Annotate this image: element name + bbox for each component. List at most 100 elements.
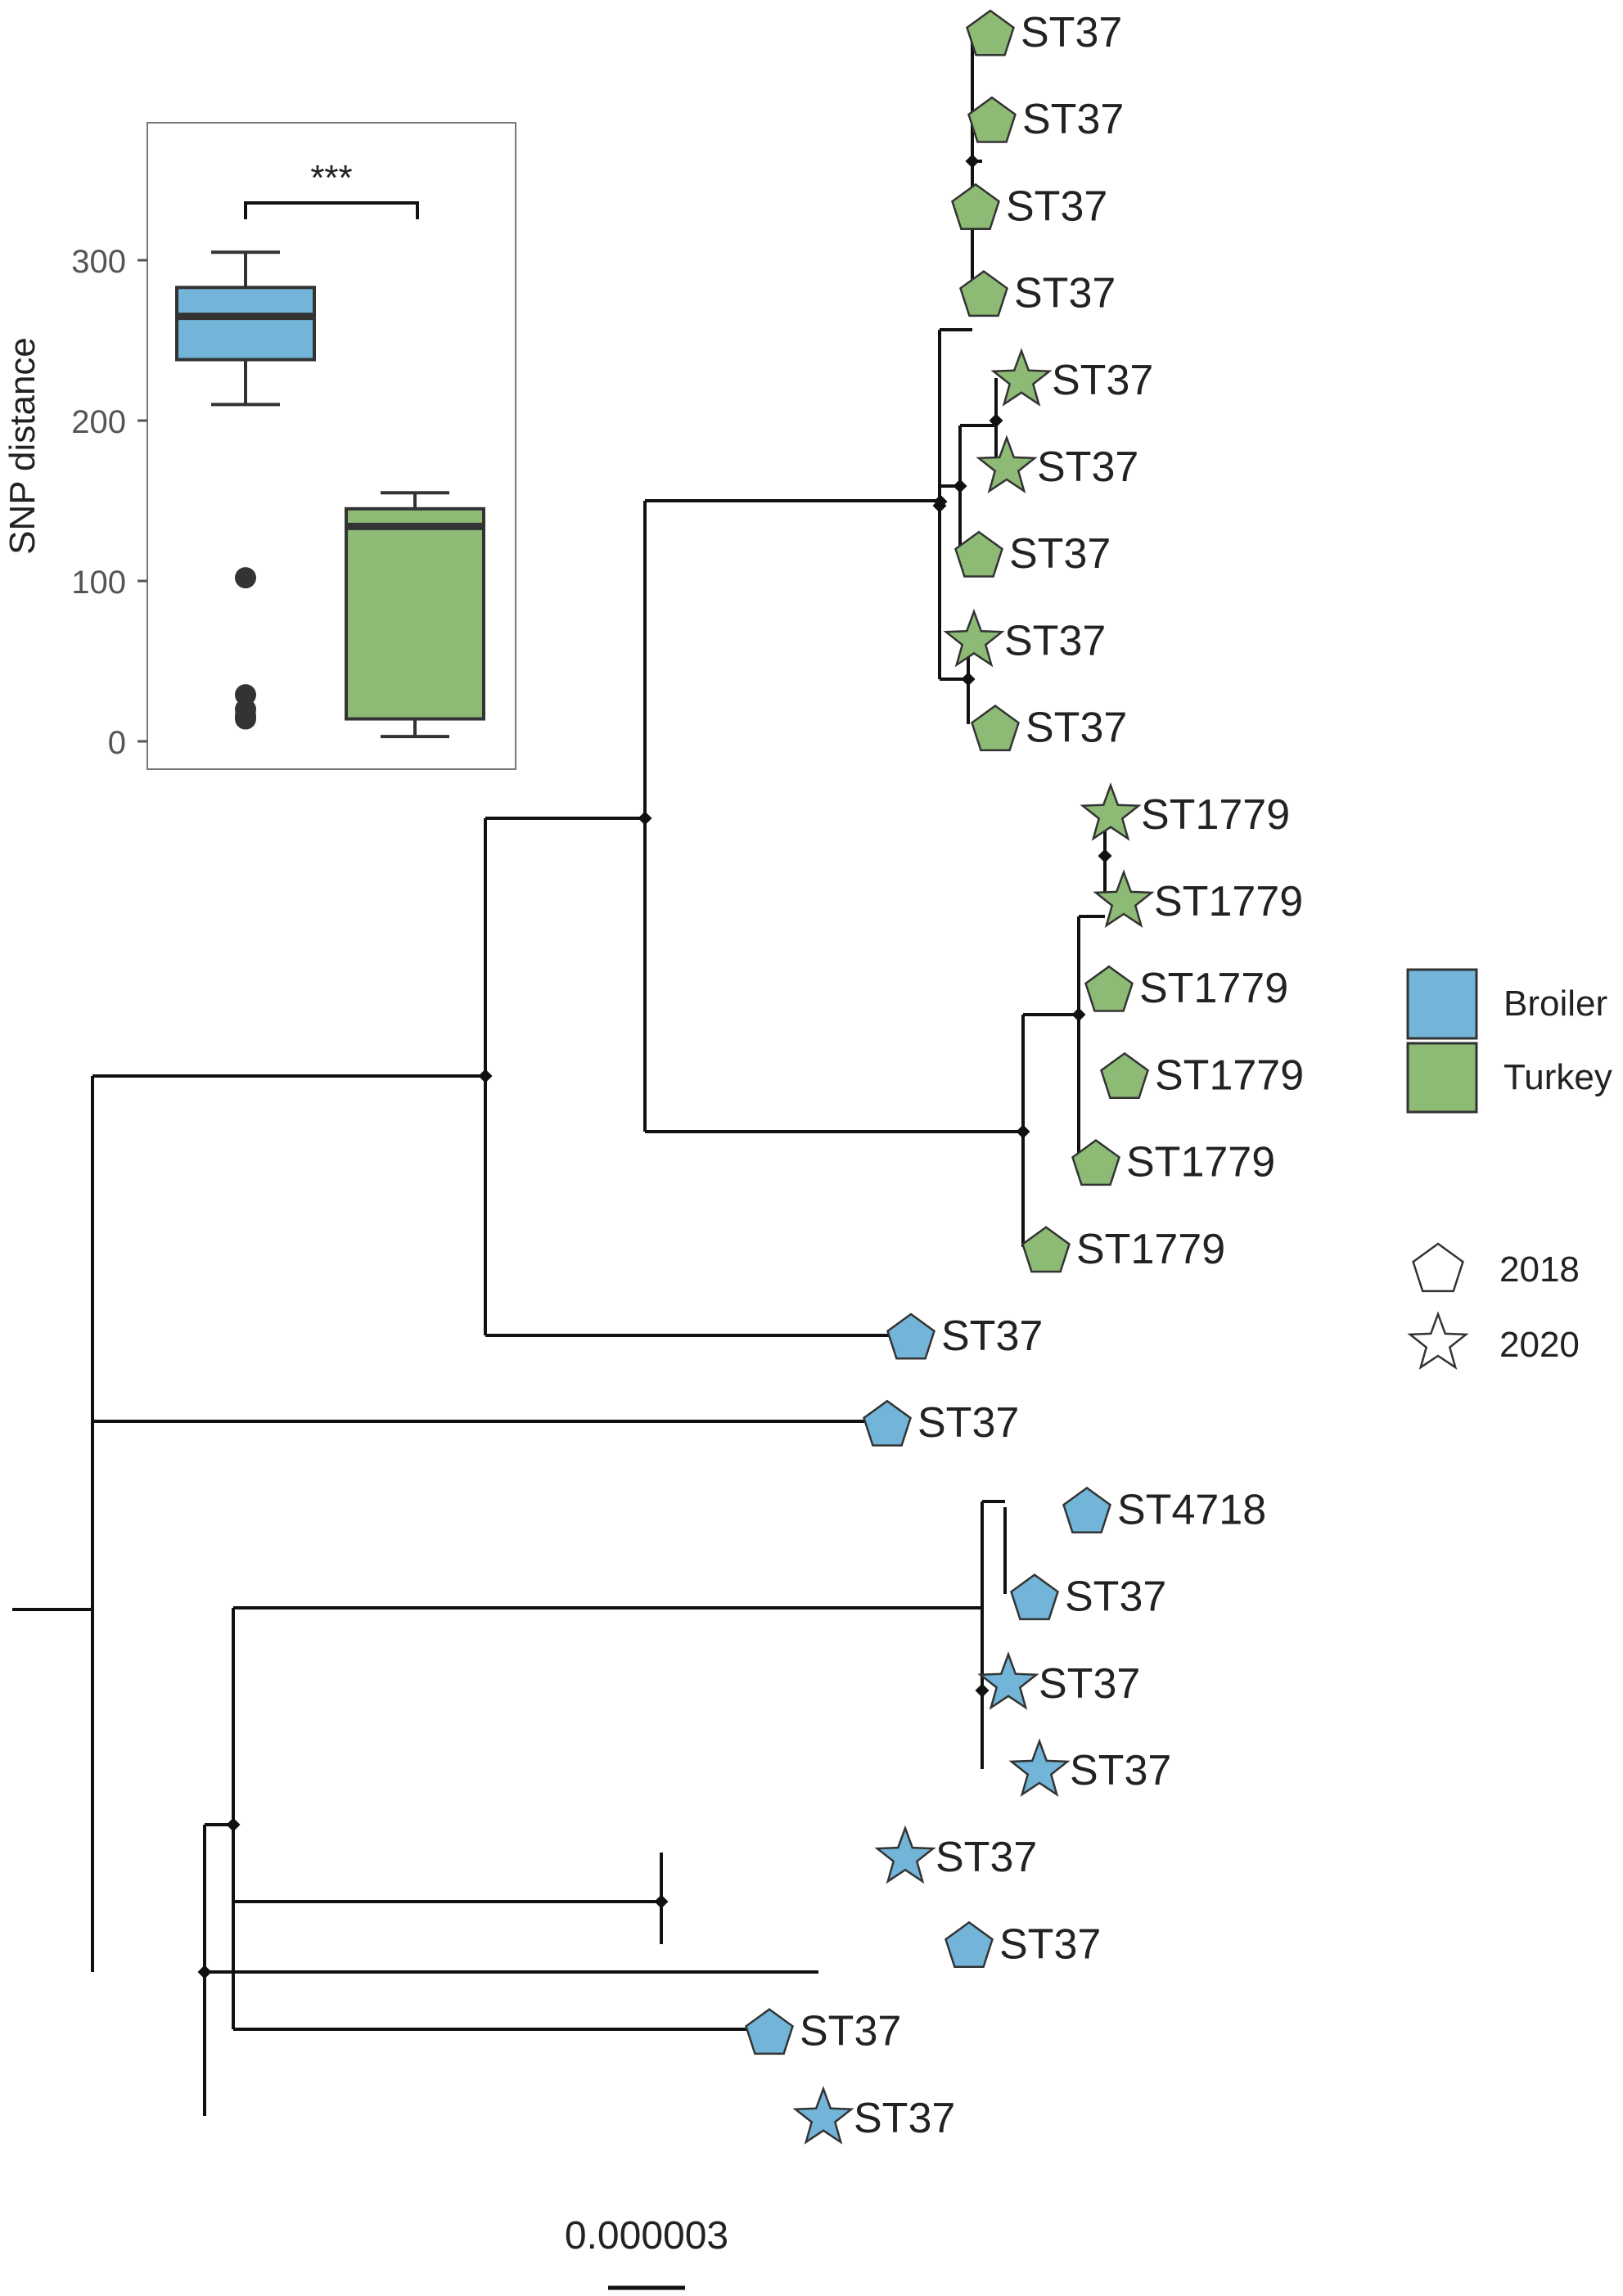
tip-label: ST37 [800, 2008, 901, 2055]
tip-label: ST37 [1004, 617, 1106, 664]
boxplot-groups [175, 250, 485, 739]
tip-marker-pentagon [1021, 1226, 1071, 1273]
scale-bar-label: 0.000003 [565, 2214, 728, 2258]
boxplot-y-tick-label-0: 0 [108, 725, 126, 761]
tip-marker-pentagon [951, 182, 1000, 230]
tip-5: ST37 [976, 434, 1138, 494]
tip-10: ST1779 [1093, 869, 1303, 929]
tip-marker-star [1080, 782, 1142, 841]
tip-label: ST37 [999, 1920, 1101, 1968]
tip-label: ST37 [1026, 705, 1127, 752]
tip-24: ST37 [792, 2086, 955, 2145]
tip-marker-pentagon [863, 1399, 912, 1447]
tip-22: ST37 [944, 1920, 1101, 1968]
tip-3: ST37 [959, 270, 1116, 317]
tip-8: ST37 [971, 705, 1127, 752]
tip-label: ST1779 [1076, 1226, 1225, 1273]
tip-0: ST37 [966, 9, 1122, 56]
tip-label: ST37 [1070, 1747, 1171, 1794]
tree-nodes [197, 154, 1112, 1979]
boxplot-group-turkey [345, 491, 485, 739]
tip-18: ST37 [1010, 1573, 1166, 1621]
outlier-point-4 [235, 708, 256, 730]
tip-marker-pentagon [944, 1920, 994, 1968]
tip-label: ST37 [1039, 1660, 1140, 1708]
tip-label: ST37 [1037, 443, 1138, 491]
tip-21: ST37 [874, 1825, 1037, 1884]
significance-bracket: *** [244, 158, 419, 219]
tip-marker-star [977, 1651, 1039, 1710]
tip-label: ST37 [854, 2095, 955, 2142]
legend-label: Broiler [1504, 984, 1607, 1024]
tip-label: ST37 [1021, 9, 1122, 56]
tip-1: ST37 [967, 96, 1124, 143]
tip-4: ST37 [990, 348, 1153, 407]
tip-marker-pentagon [1062, 1486, 1111, 1533]
tip-marker-star [1008, 1738, 1071, 1798]
tip-marker-pentagon [1010, 1573, 1059, 1621]
boxplot-inset: SNP distance 0 100 200 300 *** [2, 122, 516, 770]
outlier-point-0 [235, 567, 256, 589]
tip-marker-pentagon [1071, 1139, 1120, 1186]
tip-label: ST37 [935, 1834, 1037, 1881]
tip-label: ST37 [1065, 1573, 1166, 1621]
legend-pentagon-icon [1412, 1242, 1464, 1293]
tip-9: ST1779 [1080, 782, 1290, 841]
tip-17: ST4718 [1062, 1486, 1266, 1533]
tip-label: ST1779 [1155, 1051, 1304, 1099]
tip-2: ST37 [951, 182, 1107, 230]
legend-host-turkey: Turkey [1406, 1042, 1612, 1114]
tip-marker-pentagon [886, 1312, 935, 1360]
tip-label: ST37 [941, 1312, 1043, 1360]
tip-marker-star [976, 434, 1038, 494]
tip-label: ST37 [1014, 270, 1116, 317]
tip-marker-star [792, 2086, 854, 2145]
tip-label: ST4718 [1117, 1486, 1266, 1533]
tip-6: ST37 [954, 530, 1111, 578]
box [345, 506, 485, 721]
box [175, 286, 316, 362]
tip-marker-star [1093, 869, 1155, 929]
tip-marker-star [874, 1825, 936, 1884]
tip-11: ST1779 [1084, 965, 1288, 1012]
tip-marker-pentagon [1100, 1051, 1149, 1099]
boxplot-y-tick-label-1: 100 [71, 565, 126, 601]
tree-tips: ST37ST37ST37ST37ST37ST37ST37ST37ST37ST17… [745, 9, 1304, 2145]
legend-label: Turkey [1504, 1057, 1612, 1097]
legend-host-broiler: Broiler [1406, 968, 1607, 1040]
scale-bar: 0.000003 [565, 2214, 728, 2290]
tip-marker-pentagon [954, 530, 1003, 578]
tip-23: ST37 [745, 2008, 901, 2055]
tip-marker-pentagon [1084, 965, 1134, 1012]
tip-marker-pentagon [959, 270, 1008, 317]
tip-15: ST37 [886, 1312, 1043, 1360]
boxplot-y-axis-label: SNP distance [2, 337, 43, 555]
tip-marker-star [990, 348, 1053, 407]
legend-swatch [1406, 968, 1478, 1040]
tip-14: ST1779 [1021, 1226, 1225, 1273]
tip-12: ST1779 [1100, 1051, 1304, 1099]
legend-label: 2020 [1499, 1325, 1580, 1365]
legend-label: 2018 [1499, 1249, 1580, 1290]
tip-label: ST37 [1009, 530, 1111, 578]
tip-marker-star [943, 608, 1005, 668]
tip-13: ST1779 [1071, 1139, 1275, 1186]
tip-20: ST37 [1008, 1738, 1171, 1798]
tip-marker-pentagon [971, 705, 1020, 752]
legend-year-2018: 2018 [1412, 1242, 1580, 1293]
tip-label: ST37 [1022, 96, 1124, 143]
tip-label: ST37 [1006, 182, 1107, 230]
tip-label: ST37 [1052, 357, 1153, 404]
legend-star-icon [1407, 1311, 1469, 1371]
tip-19: ST37 [977, 1651, 1140, 1710]
tip-label: ST37 [917, 1399, 1019, 1447]
tip-label: ST1779 [1141, 791, 1290, 839]
tip-label: ST1779 [1154, 878, 1303, 925]
tip-label: ST1779 [1126, 1139, 1275, 1186]
boxplot-y-tick-label-2: 200 [71, 404, 126, 440]
boxplot-y-tick-label-3: 300 [71, 244, 126, 280]
tip-7: ST37 [943, 608, 1106, 668]
legend-year-2020: 2020 [1407, 1311, 1580, 1371]
